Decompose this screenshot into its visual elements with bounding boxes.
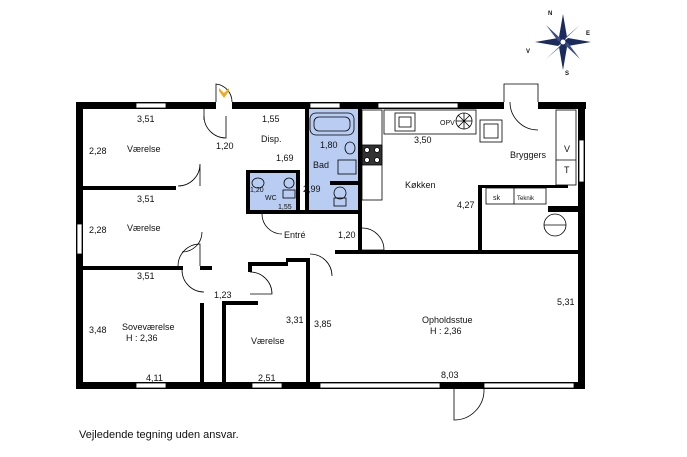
compass-icon: N E S V <box>526 11 591 77</box>
opholdsstue-depth: 5,31 <box>557 297 575 307</box>
vaerelse-1-label: Værelse <box>127 144 161 154</box>
compass-west-label: V <box>526 49 530 55</box>
interior-walls <box>83 108 582 386</box>
compass-east-label: E <box>586 31 590 37</box>
bryggers-sk-label: sk <box>493 195 501 202</box>
disp-depth: 1,69 <box>276 153 294 163</box>
windows <box>76 102 585 389</box>
opholdsstue-label: Opholdsstue <box>422 315 473 325</box>
wc-label: WC <box>265 195 277 202</box>
sovevaerelse-label: Soveværelse <box>122 322 175 332</box>
bryggers-teknik-label: Teknik <box>517 196 535 202</box>
door-swings <box>177 83 539 421</box>
vaerelse-2-label: Værelse <box>127 223 161 233</box>
vaerelse-3-width: 2,51 <box>258 373 276 383</box>
bryggers-cabinet-t: T <box>564 165 570 175</box>
entrance-marker-icon <box>219 88 229 98</box>
bryggers-label: Bryggers <box>510 150 547 160</box>
bad-depth: 2,99 <box>303 184 321 194</box>
sovevaerelse-width-top: 3,51 <box>137 271 155 281</box>
vaerelse-2-depth: 2,28 <box>89 225 107 235</box>
koekken-depth: 4,27 <box>457 200 475 210</box>
disp-label: Disp. <box>261 134 282 144</box>
vaerelse-2-width: 3,51 <box>137 194 155 204</box>
vaerelse-3-depth: 3,31 <box>286 315 304 325</box>
compass-south-label: S <box>565 71 569 77</box>
opholdsstue-depth-left: 3,85 <box>314 319 332 329</box>
bryggers-cabinet-v: V <box>564 144 570 154</box>
disclaimer-text: Vejledende tegning uden ansvar. <box>79 429 239 441</box>
bad-label: Bad <box>313 160 329 170</box>
vaerelse-1-width: 3,51 <box>137 114 155 124</box>
sovevaerelse-height: H : 2,36 <box>126 333 158 343</box>
vaerelse-3-label: Værelse <box>251 336 285 346</box>
sovevaerelse-depth: 3,48 <box>89 325 107 335</box>
koekken-label: Køkken <box>405 180 436 190</box>
entre-dim-bottom: 1,23 <box>214 290 232 300</box>
kitchen-opv-label: OPV <box>440 120 455 127</box>
disp-width: 1,55 <box>262 114 280 124</box>
wc-floor <box>249 172 298 211</box>
opholdsstue-height: H : 2,36 <box>430 326 462 336</box>
fixtures <box>251 109 577 237</box>
bad-width: 1,80 <box>320 140 338 150</box>
entre-label: Entré <box>284 230 306 240</box>
wc-width: 1,20 <box>250 187 264 194</box>
compass-north-label: N <box>548 11 552 17</box>
bathroom-floor <box>308 108 361 211</box>
opholdsstue-width: 8,03 <box>441 370 459 380</box>
wc-depth: 1,55 <box>278 204 292 211</box>
koekken-width: 3,50 <box>414 135 432 145</box>
sovevaerelse-width-bottom: 4,11 <box>146 373 163 383</box>
vaerelse-1-depth: 2,28 <box>89 146 107 156</box>
entre-dim-top: 1,20 <box>216 141 234 151</box>
entre-dim-right: 1,20 <box>338 230 356 240</box>
